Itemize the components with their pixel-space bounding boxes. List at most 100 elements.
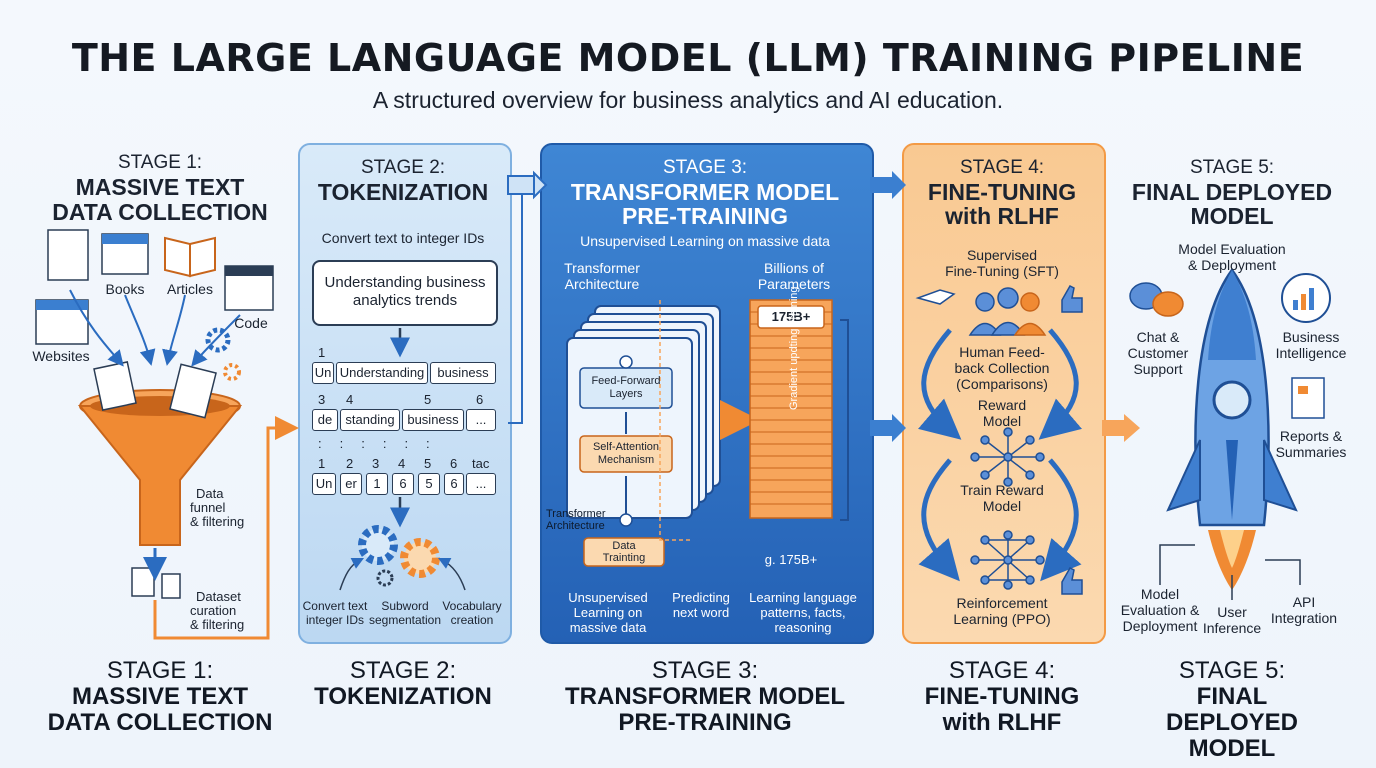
bi-label: Business Intelligence <box>1264 329 1358 361</box>
self-attention-line: Self-Attention <box>592 441 660 453</box>
caption-unsupervised: Unsupervised Learning on massive data <box>556 590 660 635</box>
caption-predicting: Predicting next word <box>660 590 742 620</box>
chat-line: Customer <box>1127 345 1189 361</box>
ff-layers-box: Feed-Forward Layers <box>580 375 672 401</box>
tr-line: Model <box>982 498 1022 514</box>
row3-num: 6 <box>450 456 458 471</box>
row2-num: 5 <box>424 392 432 407</box>
row3-num: tac <box>472 456 490 471</box>
arch-label-line: Transformer <box>564 260 640 276</box>
reward-model-label: Reward Model <box>952 397 1052 429</box>
caption-line: Subword <box>381 599 429 613</box>
bottom-eval-label: Model Evaluation & Deployment <box>1110 586 1210 634</box>
bottom-inference-label: User Inference <box>1196 604 1268 636</box>
caption-line: Learning on <box>573 605 643 620</box>
self-attention-line: Mechanism <box>597 454 655 466</box>
footer-stage1: STAGE 1: MASSIVE TEXT DATA COLLECTION <box>40 658 280 736</box>
stage1-name-line2: DATA COLLECTION <box>52 199 268 225</box>
token-row3: 1 <box>366 473 388 495</box>
footer-stage-label: STAGE 2: <box>349 657 457 684</box>
caption-line: reasoning <box>774 620 832 635</box>
row3-num: 3 <box>372 456 380 471</box>
rl-line: Learning (PPO) <box>953 611 1051 627</box>
row3-num: 4 <box>398 456 406 471</box>
bottom-line: Integration <box>1270 610 1338 626</box>
token-row3: 6 <box>444 473 464 495</box>
footer-stage-line: FINE-TUNING <box>924 683 1080 710</box>
bottom-line: Evaluation & <box>1120 602 1200 618</box>
token-row3: er <box>340 473 362 495</box>
caption-line: Unsupervised <box>568 590 648 605</box>
footer-stage-label: STAGE 1: <box>106 657 214 684</box>
bottom-line: Deployment <box>1122 618 1198 634</box>
caption-line: patterns, facts, <box>760 605 846 620</box>
row3-num: 2 <box>346 456 354 471</box>
caption-subword: Subword segmentation <box>368 599 442 627</box>
self-attention-box: Self-Attention Mechanism <box>580 441 672 467</box>
chat-line: Chat & <box>1136 329 1180 345</box>
chat-line: Support <box>1133 361 1183 377</box>
page-subtitle: A structured overview for business analy… <box>372 87 1004 113</box>
parameter-stack-icon <box>749 299 833 519</box>
ff-layers-line: Layers <box>609 388 643 400</box>
svg-text:</>: </> <box>235 285 264 304</box>
footer-stage2: STAGE 2: TOKENIZATION <box>298 658 508 710</box>
footer-stage-label: STAGE 5: <box>1178 657 1286 684</box>
param-badge: 175B+ <box>771 309 811 324</box>
arch-label-line: Architecture <box>564 276 640 292</box>
human-feedback-label: Human Feed- back Collection (Comparisons… <box>930 344 1074 392</box>
stage2-intro: Convert text to integer IDs <box>321 230 485 246</box>
example-line-2: analytics trends <box>352 292 458 309</box>
funnel-label-2: funnel <box>190 500 226 515</box>
arch-label: Transformer Architecture <box>552 260 652 292</box>
rm-line: Reward <box>977 397 1027 413</box>
sft-label: Supervised Fine-Tuning (SFT) <box>912 247 1092 279</box>
eval-label: Model Evaluation & Deployment <box>1152 241 1312 273</box>
reports-line: Reports & <box>1279 428 1343 444</box>
hf-line: (Comparisons) <box>956 376 1048 392</box>
footer-stage5: STAGE 5: FINAL DEPLOYED MODEL <box>1122 658 1342 762</box>
token-row2: business <box>402 409 464 431</box>
stage5-name-line2: MODEL <box>1190 203 1274 229</box>
token-row3: Un <box>312 473 336 495</box>
stage2-name: TOKENIZATION <box>317 179 489 205</box>
token-row2: ... <box>466 409 496 431</box>
eval-line: & Deployment <box>1188 257 1276 273</box>
example-line-1: Understanding business <box>324 274 486 291</box>
token-row3: ... <box>466 473 496 495</box>
stage3-name-line2: PRE-TRAINING <box>621 203 789 229</box>
ff-layers-line: Feed-Forward <box>591 375 661 387</box>
tr-line: Train Reward <box>960 482 1044 498</box>
footer-stage3: STAGE 3: TRANSFORMER MODEL PRE-TRAINING <box>540 658 870 736</box>
funnel-label-1: Data <box>196 486 224 501</box>
stage1-label: STAGE 1: <box>117 152 203 173</box>
token-row3: 6 <box>392 473 414 495</box>
caption-line: segmentation <box>368 613 442 627</box>
funnel-label-3: & filtering <box>190 514 245 529</box>
sft-line: Fine-Tuning (SFT) <box>945 263 1059 279</box>
source-books-label: Books <box>105 281 145 297</box>
footer-stage-line: TRANSFORMER MODEL <box>565 683 845 710</box>
row3-num: 5 <box>424 456 432 471</box>
caption-learning: Learning language patterns, facts, reaso… <box>742 590 864 635</box>
stage3-intro: Unsupervised Learning on massive data <box>580 233 830 249</box>
stage5-label: STAGE 5: <box>1189 157 1275 178</box>
caption-line: Vocabulary <box>442 599 502 613</box>
row2-num: 4 <box>346 392 354 407</box>
stage2-label: STAGE 2: <box>360 157 446 178</box>
eval-line: Model Evaluation <box>1178 241 1286 257</box>
stage3-name-line1: TRANSFORMER MODEL <box>570 179 840 205</box>
params-label-line: Billions of <box>764 260 824 276</box>
caption-convert: Convert text integer IDs <box>298 599 372 627</box>
footer-stage-line: MASSIVE TEXT <box>71 683 249 710</box>
curation-label-2: curation <box>190 603 237 618</box>
curation-label-3: & filtering <box>190 617 245 632</box>
caption-vocabulary: Vocabulary creation <box>436 599 508 627</box>
rl-label: Reinforcement Learning (PPO) <box>922 595 1082 627</box>
source-articles-label: Articles <box>167 281 213 297</box>
reports-line: Summaries <box>1275 444 1347 460</box>
hf-line: back Collection <box>954 360 1050 376</box>
rocket-icon <box>1166 267 1298 590</box>
stage5-name-line1: FINAL DEPLOYED <box>1131 179 1333 205</box>
